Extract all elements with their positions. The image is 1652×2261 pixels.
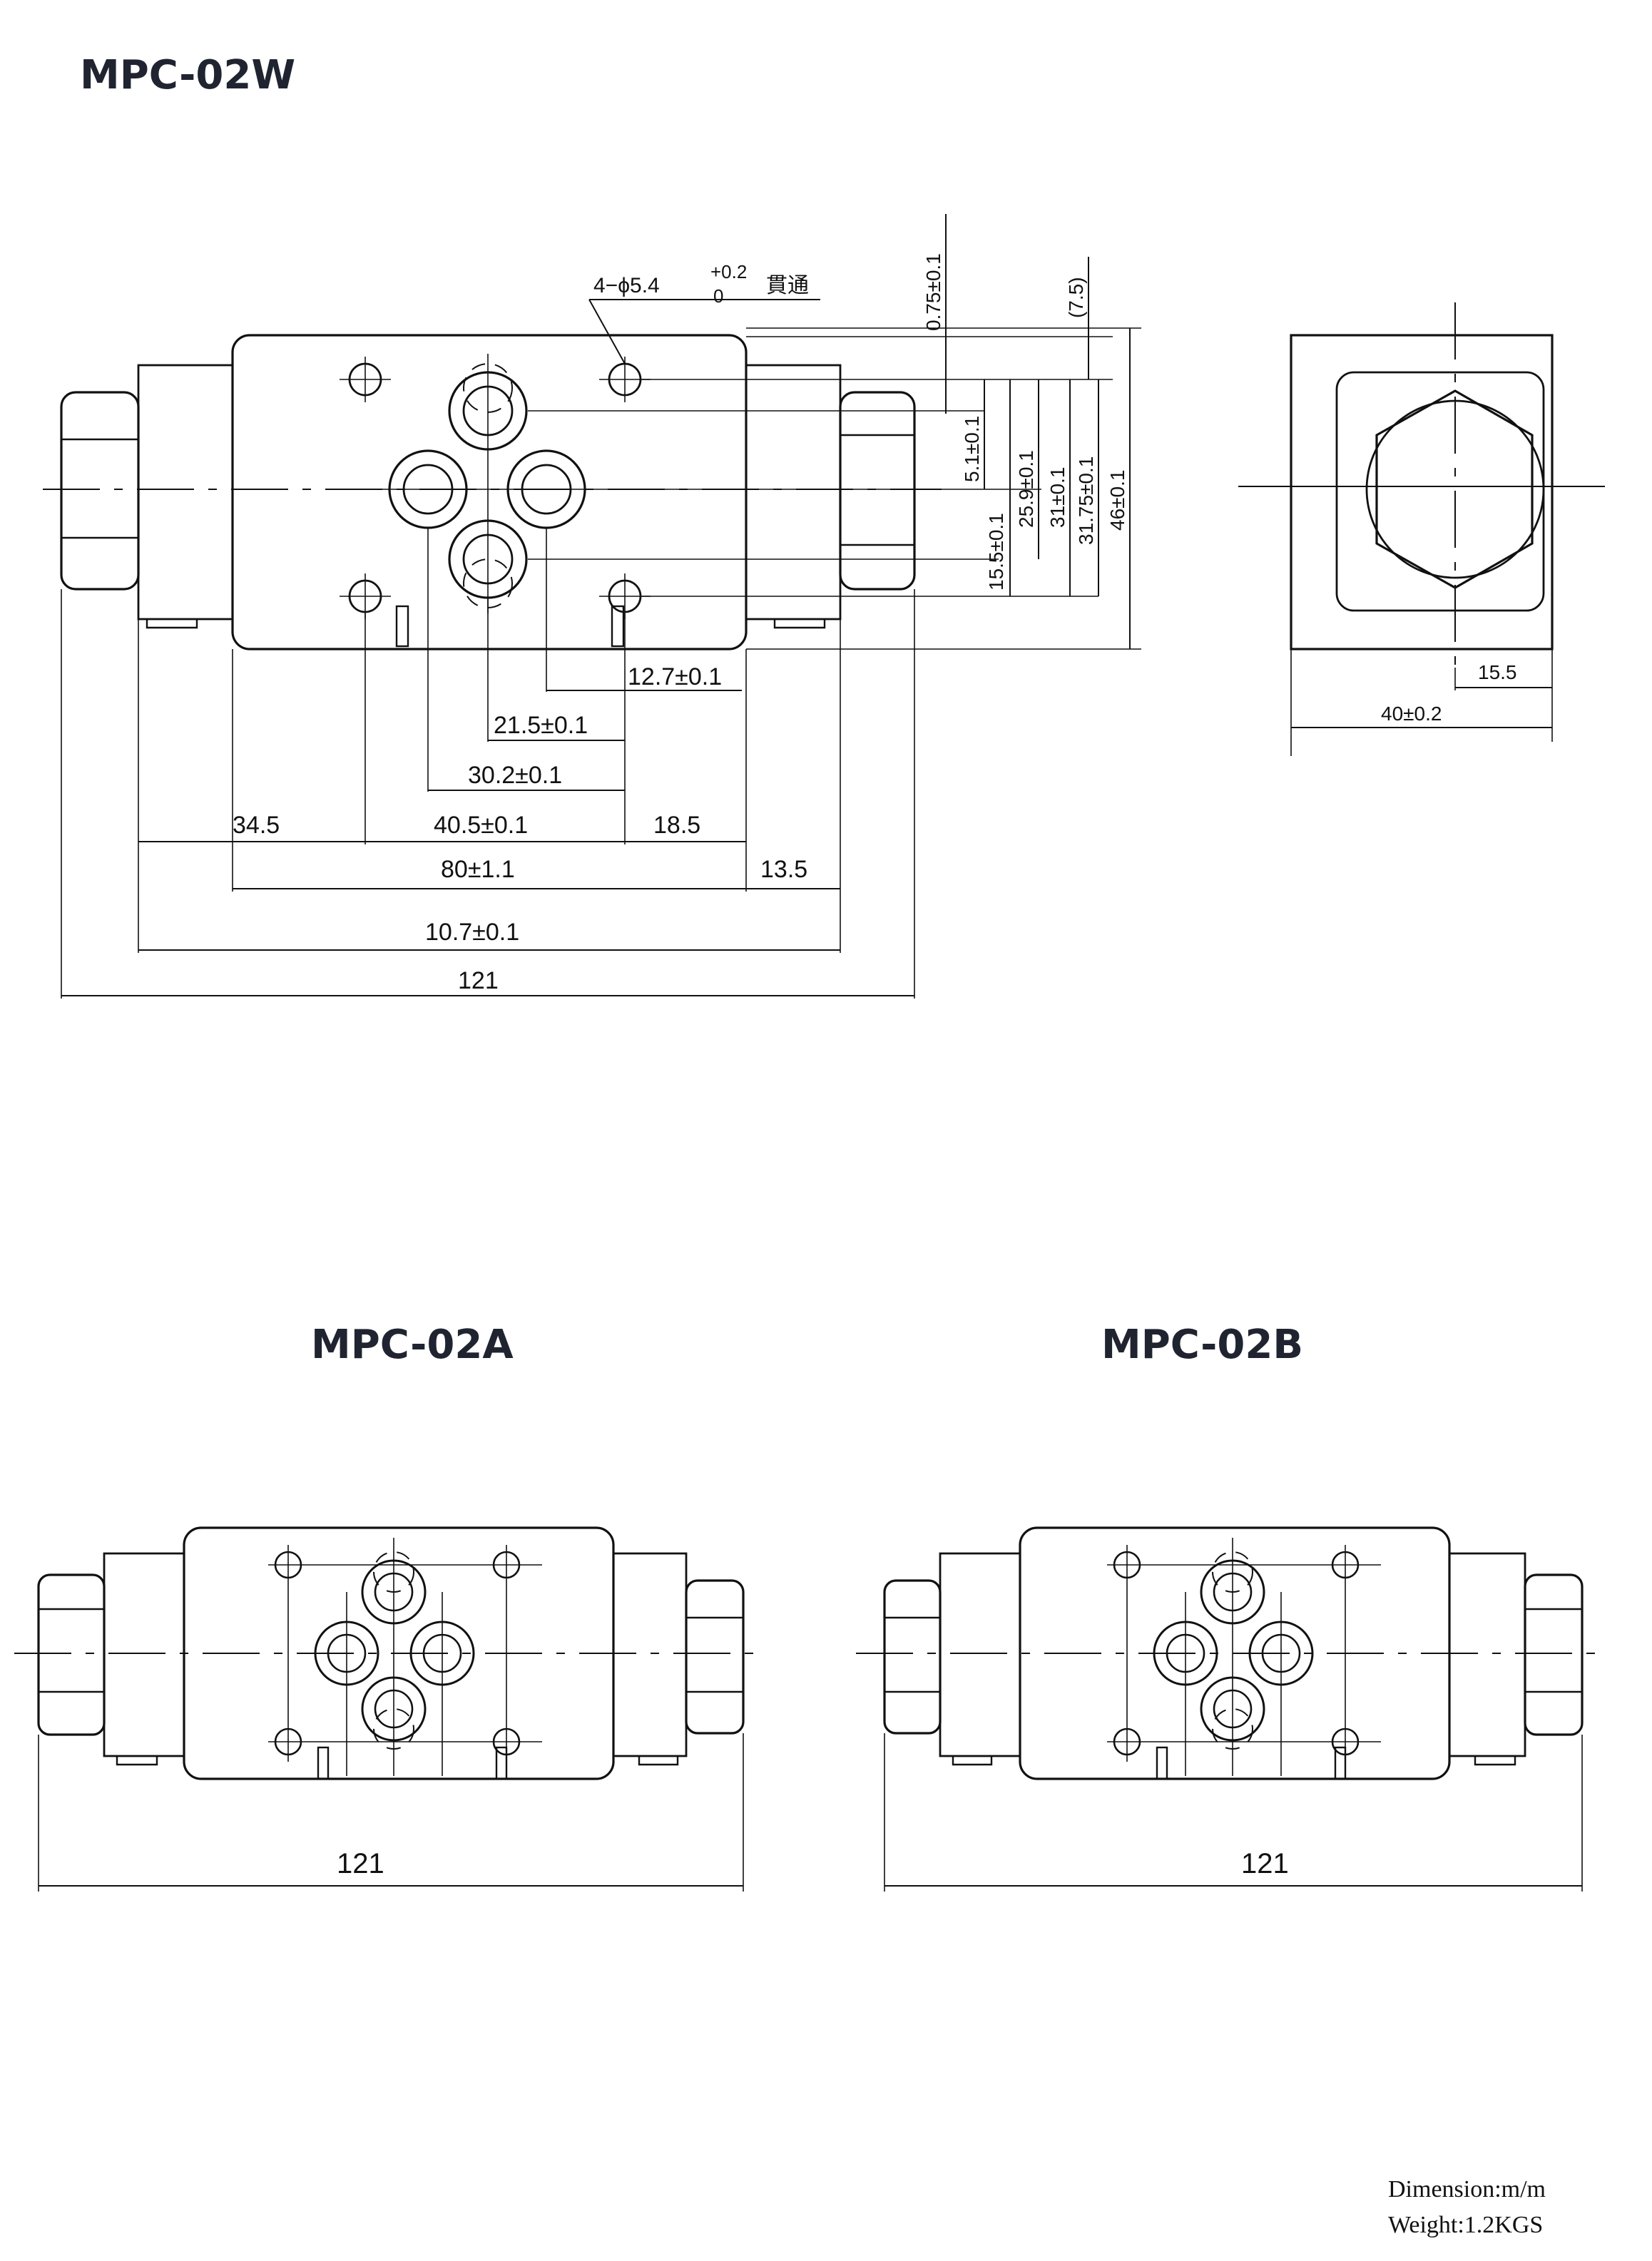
dim-31: 31±0.1 <box>1046 467 1069 528</box>
dim-side-40: 40±0.2 <box>1381 703 1442 725</box>
title-mpc-02b: MPC-02B <box>1101 1322 1303 1368</box>
horizontal-extension-lines <box>61 528 915 999</box>
dim-15-5: 15.5±0.1 <box>985 513 1007 591</box>
dim-25-9: 25.9±0.1 <box>1015 450 1037 528</box>
title-mpc-02w: MPC-02W <box>80 52 295 98</box>
side-recess <box>1335 371 1545 612</box>
left-adapter <box>137 364 234 621</box>
dim-12-7: 12.7±0.1 <box>628 663 722 690</box>
horizontal-dimension-lines <box>61 690 914 996</box>
mpc-02b-view: 121 <box>856 1526 1605 1892</box>
dim-7-5: (7.5) <box>1065 277 1087 318</box>
svg-text:貫通: 貫通 <box>766 274 809 297</box>
dim-34-5: 34.5 <box>233 812 280 839</box>
locating-pin-left <box>395 605 409 648</box>
weight-note: Weight:1.2KGS <box>1388 2212 1543 2238</box>
valve-body <box>231 334 748 650</box>
dim-80: 80±1.1 <box>441 856 515 883</box>
vertical-extension-lines <box>528 327 1141 650</box>
hole-callout: 4−ϕ5.4 +0.2 0 貫通 <box>588 261 820 364</box>
mounting-holes <box>340 357 651 619</box>
dimension-note: Dimension:m/m <box>1388 2176 1546 2203</box>
mpc-02a-view: 121 <box>14 1526 763 1892</box>
dim-46: 46±0.1 <box>1106 470 1128 531</box>
dim-mpc-02a-121: 121 <box>337 1848 384 1879</box>
title-mpc-02a: MPC-02A <box>311 1322 514 1368</box>
svg-text:4−ϕ5.4: 4−ϕ5.4 <box>593 274 660 297</box>
svg-text:0: 0 <box>713 285 723 307</box>
mpc-02w-side-view: 15.5 40±0.2 <box>1238 302 1605 756</box>
dim-31-75: 31.75±0.1 <box>1075 456 1097 545</box>
dim-13-5: 13.5 <box>760 856 807 883</box>
dim-21-5: 21.5±0.1 <box>494 712 588 739</box>
left-hex-nut <box>60 391 140 591</box>
dim-30-2: 30.2±0.1 <box>468 762 562 789</box>
ports <box>382 354 593 613</box>
dim-121-top: 121 <box>458 967 499 994</box>
dim-40-5: 40.5±0.1 <box>434 812 528 839</box>
svg-text:+0.2: +0.2 <box>710 261 747 282</box>
side-body <box>1290 334 1554 650</box>
mpc-02w-front-view: 4−ϕ5.4 +0.2 0 貫通 0.75±0.1 <box>43 214 1141 999</box>
dim-side-15-5: 15.5 <box>1478 661 1517 683</box>
locating-pin-right <box>611 605 625 648</box>
right-hex-nut <box>839 391 916 591</box>
vertical-dimension-lines <box>945 214 1131 649</box>
dim-18-5: 18.5 <box>653 812 700 839</box>
dim-10-7: 10.7±0.1 <box>425 919 519 946</box>
dim-5-1: 5.1±0.1 <box>961 416 983 482</box>
dim-mpc-02b-121: 121 <box>1241 1848 1289 1879</box>
right-adapter <box>745 364 842 621</box>
dim-0-75: 0.75±0.1 <box>922 253 944 331</box>
